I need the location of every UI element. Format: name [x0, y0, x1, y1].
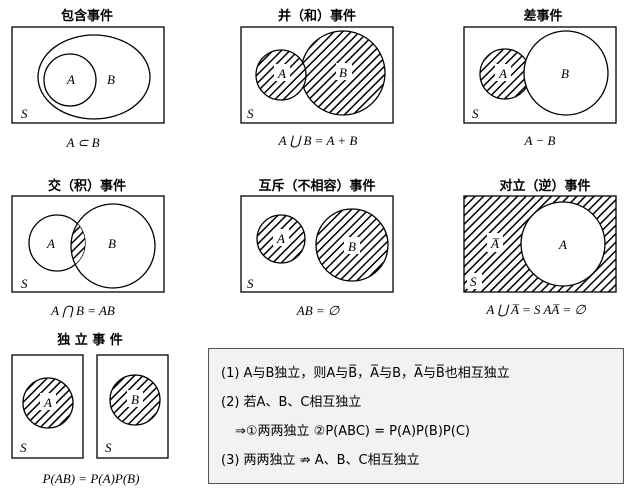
event-b-label: B: [339, 65, 347, 80]
diagram-title: 交（积）事件: [48, 178, 126, 194]
sample-space-rect: [11, 354, 84, 459]
sample-space-rect: [240, 26, 394, 124]
note-line-2: (2) 若A、B、C相互独立: [221, 395, 362, 410]
label-backdrop: [127, 390, 143, 407]
diagram-formula: A ⋃ A̅ = S AA̅ = ∅: [485, 302, 586, 317]
event-b-label: B: [108, 236, 116, 251]
diagram-formula: A ⋂ B = AB: [50, 303, 115, 318]
diagram-union: 并（和）事件 A B S A ⋃ B = A + B: [240, 8, 394, 148]
event-a-circle: [43, 53, 97, 107]
sample-space-label: S: [21, 106, 28, 121]
diagram-title: 差事件: [523, 8, 562, 24]
complement-label: A̅: [490, 236, 499, 251]
event-a-label: A: [498, 66, 507, 81]
diagram-formula: P(AB) = P(A)P(B): [42, 471, 140, 486]
sample-space-label: S: [470, 274, 477, 289]
label-backdrop: [40, 393, 56, 410]
diagram-difference: 差事件 A B S A − B: [463, 8, 617, 148]
sample-space-label: S: [105, 440, 112, 455]
label-backdrop: [273, 229, 289, 246]
diagram-independent: 独 立 事 件 A S B S P(AB) = P(A)P(B): [11, 332, 169, 486]
sample-space-rect: [11, 195, 165, 293]
diagram-title: 对立（逆）事件: [499, 178, 590, 194]
note-line-1: (1) A与B独立，则A与B̅，A̅与B，A̅与B̅也相互独立: [221, 366, 510, 381]
diagram-mutually-exclusive: 互斥（不相容）事件 A B S AB = ∅: [240, 178, 394, 318]
event-b-circle: [37, 34, 151, 120]
sample-space-rect: [11, 26, 165, 124]
event-a-circle: [520, 201, 606, 287]
event-b-label: B: [131, 392, 139, 407]
sample-space-label: S: [472, 106, 479, 121]
event-b-circle: [523, 30, 609, 116]
diagram-title: 独 立 事 件: [57, 332, 123, 348]
independence-notes-box: (1) A与B独立，则A与B̅，A̅与B，A̅与B̅也相互独立 (2) 若A、B…: [208, 348, 624, 484]
event-a-label: A: [558, 237, 567, 252]
label-backdrop: [487, 233, 503, 252]
diagram-formula: A ⊂ B: [65, 135, 99, 150]
sample-space-label: S: [21, 276, 28, 291]
sample-space-label: S: [20, 440, 27, 455]
event-a-label: A: [66, 72, 75, 87]
event-a-label: A: [276, 231, 285, 246]
event-b-label: B: [561, 66, 569, 81]
note-line-3: ⇒①两两独立 ②P(ABC) = P(A)P(B)P(C): [235, 424, 470, 439]
label-backdrop: [344, 237, 360, 254]
diagram-formula: AB = ∅: [296, 303, 340, 318]
event-b-label: B: [348, 239, 356, 254]
diagram-title: 互斥（不相容）事件: [258, 178, 375, 194]
label-backdrop: [274, 64, 290, 81]
label-backdrop: [467, 273, 482, 289]
diagram-inclusion: 包含事件 A B S A ⊂ B: [11, 8, 165, 150]
event-b-circle: [70, 203, 156, 289]
sample-space-rect: [96, 354, 169, 459]
event-a-label: A: [277, 66, 286, 81]
sample-space-label: S: [247, 276, 254, 291]
event-a-label: A: [46, 236, 55, 251]
diagram-formula: A ⋃ B = A + B: [278, 133, 358, 148]
label-backdrop: [336, 63, 352, 80]
note-line-4: (3) 两两独立 ⇏ A、B、C相互独立: [221, 453, 420, 468]
diagram-title: 并（和）事件: [278, 8, 356, 24]
label-backdrop: [495, 64, 511, 81]
event-b-label: B: [107, 72, 115, 87]
sample-space-label: S: [247, 106, 254, 121]
diagram-intersection: 交（积）事件 A B S A ⋂ B = AB: [11, 178, 165, 318]
diagram-formula: A − B: [524, 133, 556, 148]
diagram-complement: 对立（逆）事件 A̅ A S A ⋃ A̅ = S AA̅ = ∅: [463, 178, 617, 317]
diagram-title: 包含事件: [61, 8, 113, 24]
sample-space-rect: [463, 26, 617, 124]
event-a-label: A: [43, 395, 52, 410]
sample-space-rect: [240, 195, 394, 293]
